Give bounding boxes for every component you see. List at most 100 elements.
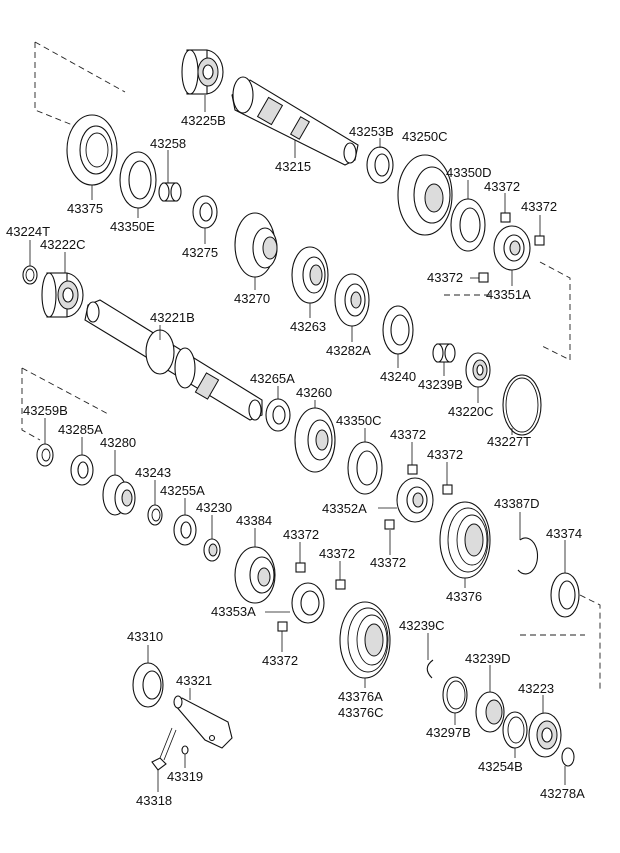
label-43372-c: 43372 [427,270,464,285]
label-43318: 43318 [136,793,173,808]
label-43253B: 43253B [349,124,394,139]
label-43387D: 43387D [494,496,540,511]
label-43352A: 43352A [322,501,367,516]
ring-43297B [442,676,468,714]
label-43376A: 43376A [338,689,383,704]
hub-43351A [493,225,531,271]
snap-ring-43387D [517,537,539,575]
label-43240: 43240 [380,369,417,384]
gear-43384 [234,546,276,604]
label-43350C: 43350C [336,413,382,428]
bolt-43318 [151,727,177,771]
label-43250C: 43250C [402,129,448,144]
needle-bearing-43265A [265,398,291,432]
label-43260: 43260 [296,385,333,400]
snap-ring-43227T [502,374,542,436]
gear-43270 [234,212,278,278]
collar-43239B [432,343,456,363]
output-shaft-43221B [84,299,263,421]
sleeve-43376A [339,601,391,679]
label-43275: 43275 [182,245,219,260]
needle-bearing-43285A [70,454,94,486]
label-43258: 43258 [150,136,187,151]
key-43372-upper [478,212,545,283]
bearing-43225B [181,49,224,95]
needle-bearing-43275 [192,195,218,229]
bearing-43223 [528,712,562,758]
needle-bearing-43255A [173,514,197,546]
gear-43263 [291,246,329,304]
label-43372-d: 43372 [390,427,427,442]
label-43285A: 43285A [58,422,103,437]
label-43350D: 43350D [446,165,492,180]
gear-43250C [397,154,453,236]
label-43353A: 43353A [211,604,256,619]
gear-43260 [294,407,336,473]
label-43351A: 43351A [486,287,531,302]
ring-43374 [550,572,580,618]
gear-43310 [132,662,164,708]
label-43224T: 43224T [6,224,51,239]
washer-43319 [181,745,189,755]
label-43376: 43376 [446,589,483,604]
snap-ring-43278A [561,747,575,767]
washer-43259B [36,443,54,467]
shaft-43321 [173,695,233,749]
label-43230: 43230 [196,500,233,515]
bearing-43222C [41,272,84,318]
collar-43258 [158,182,182,202]
label-43376C: 43376C [338,705,384,720]
label-43372-i: 43372 [262,653,299,668]
label-43221B: 43221B [150,310,195,325]
gear-43282A [334,273,370,327]
label-43372-a: 43372 [484,179,521,194]
label-43254B: 43254B [478,759,523,774]
gear-43240 [382,305,414,355]
label-43384: 43384 [236,513,273,528]
dashed-reference-lines [21,41,601,690]
label-43255A: 43255A [160,483,205,498]
collar-43230 [203,538,221,562]
gear-43280 [102,474,136,516]
label-43270: 43270 [234,291,271,306]
ring-43375 [66,114,118,186]
needle-bearing-43253B [366,146,394,184]
label-43319: 43319 [167,769,204,784]
collar-43243 [147,504,163,526]
key-43372-lower [277,562,346,632]
label-43227T: 43227T [487,434,532,449]
ring-43350C [347,441,383,495]
ring-43350E [119,151,157,209]
label-43321: 43321 [176,673,213,688]
snap-ring-43224T [22,265,38,285]
label-43223: 43223 [518,681,555,696]
label-43239B: 43239B [418,377,463,392]
label-43374: 43374 [546,526,583,541]
label-43372-g: 43372 [319,546,356,561]
key-43372-middle [384,464,453,530]
label-43215: 43215 [275,159,312,174]
hub-43353A [291,582,325,624]
label-43239C: 43239C [399,618,445,633]
bearing-43220C [465,352,491,388]
label-43259B: 43259B [23,403,68,418]
label-43222C: 43222C [40,237,86,252]
label-43282A: 43282A [326,343,371,358]
input-shaft-43215 [231,76,359,166]
label-43278A: 43278A [540,786,585,801]
label-43350E: 43350E [110,219,155,234]
clip-43239C [426,659,434,679]
label-43280: 43280 [100,435,137,450]
label-43372-h: 43372 [370,555,407,570]
label-43220C: 43220C [448,404,494,419]
hub-43352A [396,477,434,523]
label-43225B: 43225B [181,113,226,128]
label-43310: 43310 [127,629,164,644]
label-43239D: 43239D [465,651,511,666]
ring-43350D [450,198,486,252]
label-43375: 43375 [67,201,104,216]
label-43265A: 43265A [250,371,295,386]
label-43372-e: 43372 [427,447,464,462]
